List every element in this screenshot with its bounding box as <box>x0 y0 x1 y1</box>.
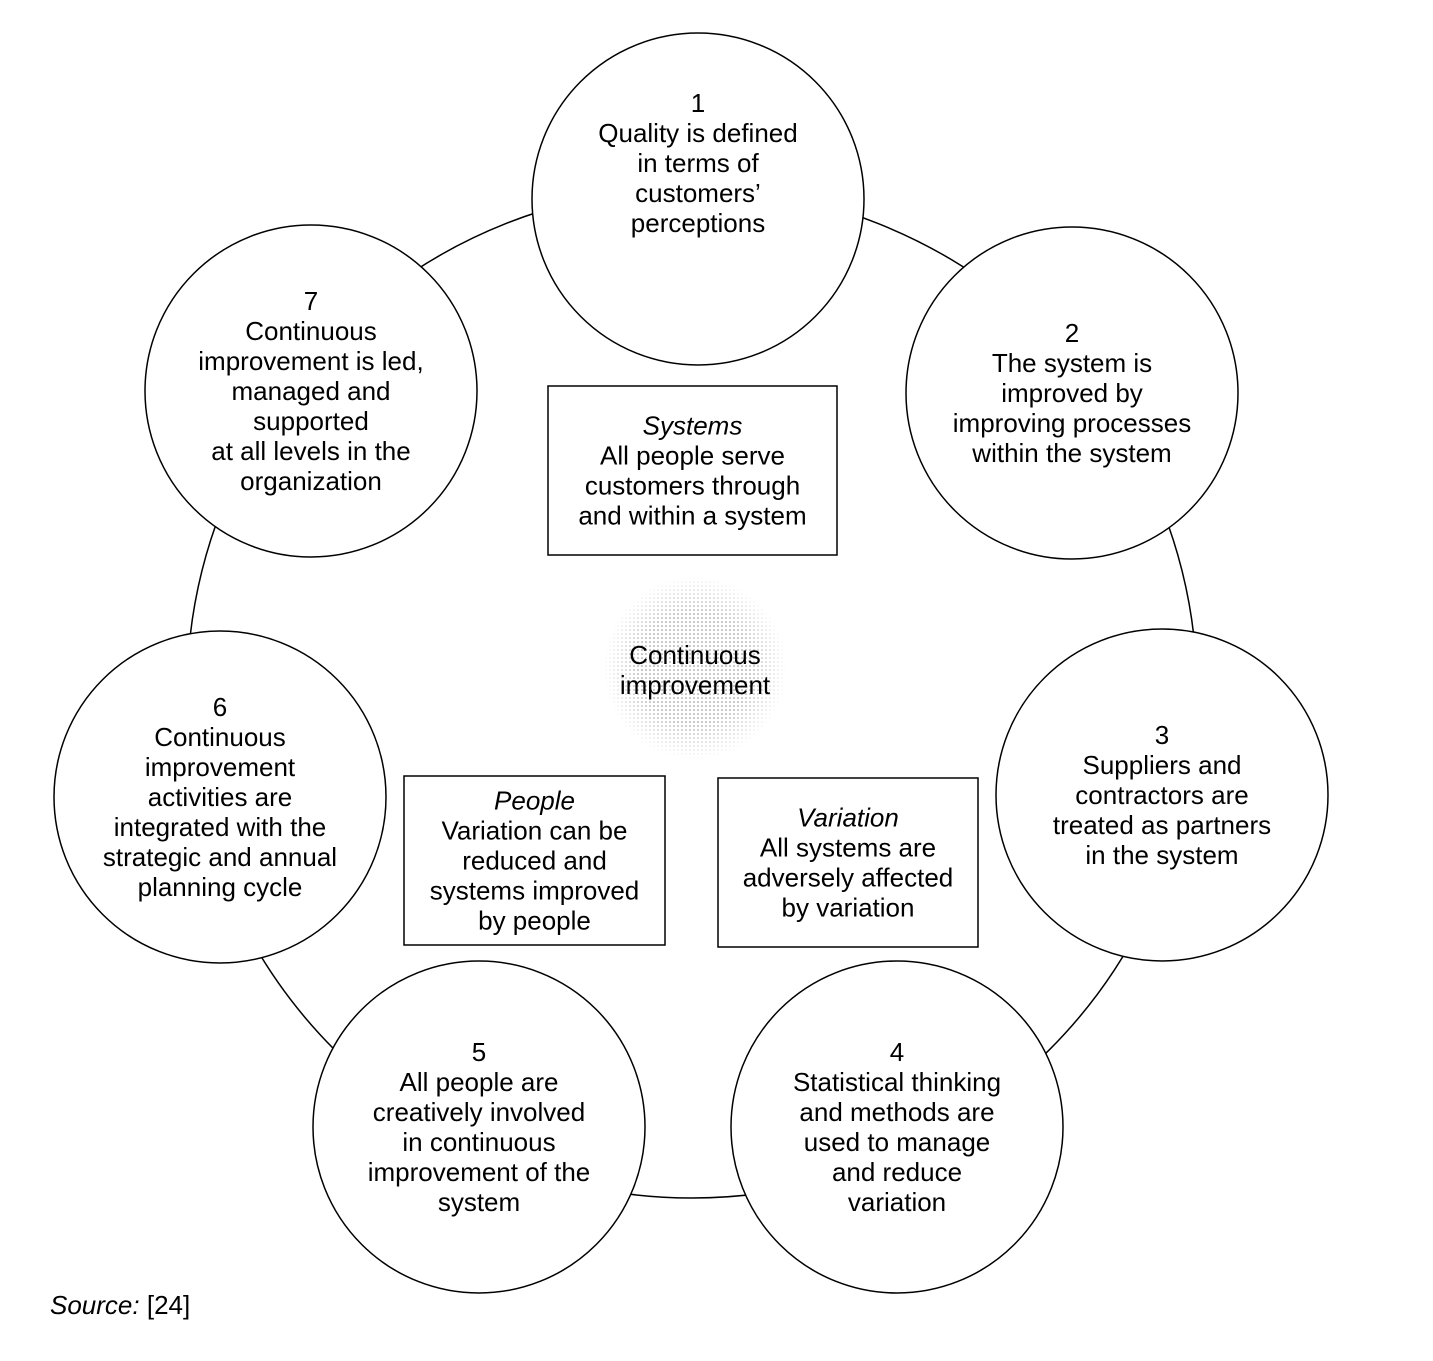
center-line: improvement <box>620 670 771 700</box>
principle-line: treated as partners <box>1053 810 1271 840</box>
source-note: Source: [24] <box>50 1290 190 1321</box>
principle-line: improvement is led, <box>198 346 423 376</box>
principle-line: Continuous <box>245 316 377 346</box>
principle-line: variation <box>848 1187 946 1217</box>
box-line: and within a system <box>578 501 806 531</box>
principle-circle <box>730 960 1064 1294</box>
box-title: People <box>494 786 575 816</box>
principle-line: used to manage <box>804 1127 990 1157</box>
box-border <box>717 777 979 948</box>
principle-line: organization <box>240 466 382 496</box>
principle-line: and reduce <box>832 1157 962 1187</box>
box-line: reduced and <box>462 846 607 876</box>
principle-line: and methods are <box>799 1097 994 1127</box>
box-title: Systems <box>643 411 743 441</box>
principle-line: Statistical thinking <box>793 1067 1001 1097</box>
principle-line: Continuous <box>154 722 286 752</box>
source-ref: [24] <box>146 1290 191 1320</box>
principle-line: planning cycle <box>138 872 303 902</box>
box-line: Variation can be <box>442 816 628 846</box>
principle-circle <box>144 224 478 558</box>
principle-line: in terms of <box>637 148 759 178</box>
principle-number: 5 <box>472 1037 486 1067</box>
principle-number: 3 <box>1155 720 1169 750</box>
principle-line: managed and <box>231 376 390 406</box>
principle-line: in continuous <box>402 1127 555 1157</box>
principle-number: 7 <box>304 286 318 316</box>
principle-circle <box>531 32 865 366</box>
box-line: by variation <box>782 893 915 923</box>
principle-line: improvement <box>145 752 296 782</box>
principle-line: within the system <box>971 438 1171 468</box>
box-line: systems improved <box>430 876 640 906</box>
principle-line: activities are <box>148 782 293 812</box>
principle-line: improved by <box>1001 378 1143 408</box>
box-line: All people serve <box>600 441 785 471</box>
principle-line: contractors are <box>1075 780 1248 810</box>
principle-line: All people are <box>400 1067 559 1097</box>
principle-number: 1 <box>691 88 705 118</box>
box-line: All systems are <box>760 833 936 863</box>
box-border <box>547 385 838 556</box>
principle-line: improving processes <box>953 408 1191 438</box>
principle-circle <box>312 960 646 1294</box>
principle-line: The system is <box>992 348 1152 378</box>
center-stipple <box>603 576 787 760</box>
principle-line: Quality is defined <box>598 118 797 148</box>
principle-line: integrated with the <box>114 812 326 842</box>
box-title: Variation <box>797 803 899 833</box>
box-line: adversely affected <box>743 863 954 893</box>
principle-circle <box>995 628 1329 962</box>
principle-line: Suppliers and <box>1083 750 1242 780</box>
principle-line: supported <box>253 406 369 436</box>
principle-line: at all levels in the <box>211 436 410 466</box>
center-line: Continuous <box>629 640 761 670</box>
principle-number: 6 <box>213 692 227 722</box>
principle-line: customers’ <box>635 178 761 208</box>
principle-circle <box>53 630 387 964</box>
box-line: by people <box>478 906 591 936</box>
principle-line: system <box>438 1187 520 1217</box>
principle-line: creatively involved <box>373 1097 585 1127</box>
principle-circle <box>905 226 1239 560</box>
principle-number: 2 <box>1065 318 1079 348</box>
principle-line: strategic and annual <box>103 842 337 872</box>
box-line: customers through <box>585 471 800 501</box>
box-border <box>403 775 666 946</box>
principle-line: improvement of the <box>368 1157 591 1187</box>
principle-line: perceptions <box>631 208 765 238</box>
source-label: Source: <box>50 1290 140 1320</box>
principle-line: in the system <box>1085 840 1238 870</box>
principle-number: 4 <box>890 1037 904 1067</box>
